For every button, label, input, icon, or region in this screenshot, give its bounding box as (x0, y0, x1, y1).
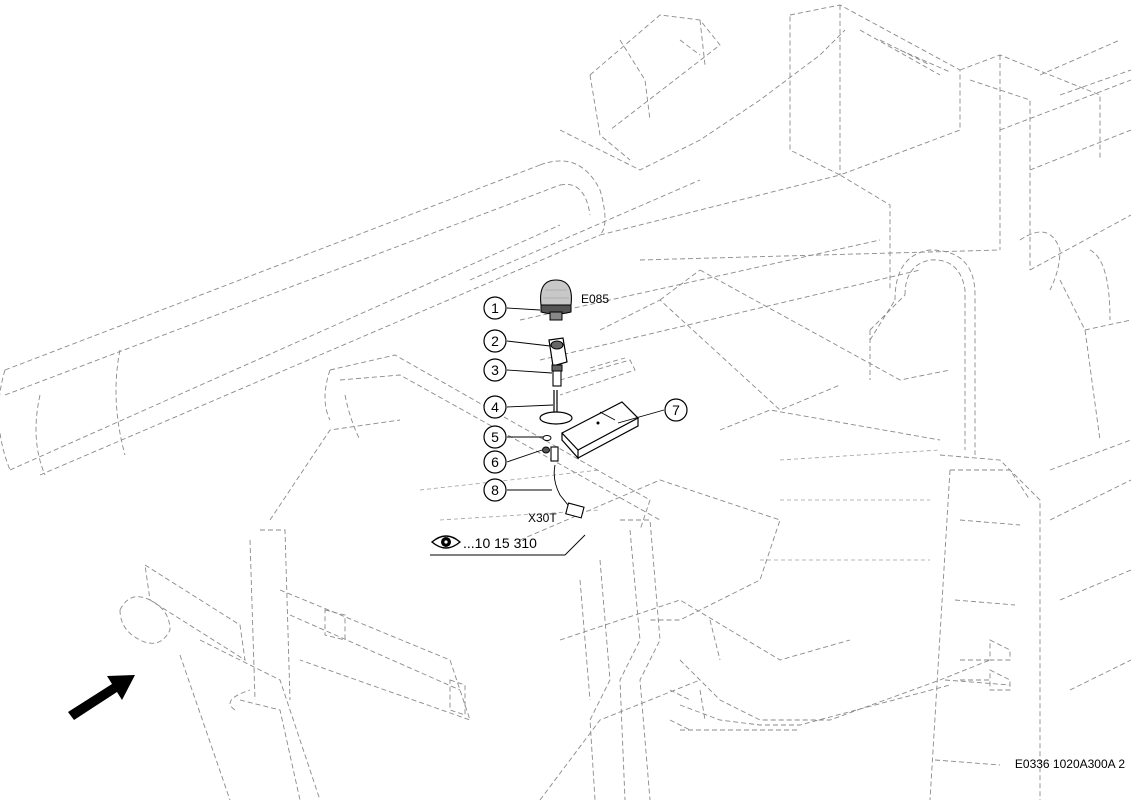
callout-number: 3 (491, 362, 499, 378)
beacon-code-label: E085 (581, 292, 609, 306)
machine-phantom-outline (0, 4, 1131, 801)
callout-number: 4 (491, 399, 499, 415)
callout-8: 8 (483, 478, 507, 502)
callout-number: 7 (672, 402, 680, 418)
eye-icon (430, 535, 462, 549)
connector-code-label: X30T (528, 511, 557, 525)
reference-number: ...10 15 310 (463, 535, 537, 551)
callout-leaders (430, 307, 665, 556)
callout-6: 6 (483, 450, 507, 474)
callout-5: 5 (483, 425, 507, 449)
callout-number: 1 (491, 300, 499, 316)
beacon-wiring (553, 357, 636, 511)
callout-7: 7 (664, 398, 688, 422)
part-1-beacon (540, 279, 572, 321)
callout-3: 3 (483, 358, 507, 382)
part-2-holder (548, 337, 568, 367)
part-3-socket (551, 364, 563, 387)
drawing-id: E0336 1020A300A 2 (1015, 757, 1125, 771)
callout-4: 4 (483, 395, 507, 419)
part-6-nut (542, 446, 550, 454)
part-4-mounting-pole (539, 390, 573, 425)
callout-2: 2 (483, 329, 507, 353)
part-5-washer (542, 435, 552, 441)
part-7-bracket (561, 401, 639, 460)
view-reference: ...10 15 310 (430, 535, 537, 551)
callout-number: 6 (491, 454, 499, 470)
callout-number: 2 (491, 333, 499, 349)
callout-1: 1 (483, 296, 507, 320)
callout-number: 5 (491, 429, 499, 445)
part-8-cable (550, 446, 585, 519)
direction-arrow-icon (68, 675, 135, 720)
callout-number: 8 (491, 482, 499, 498)
